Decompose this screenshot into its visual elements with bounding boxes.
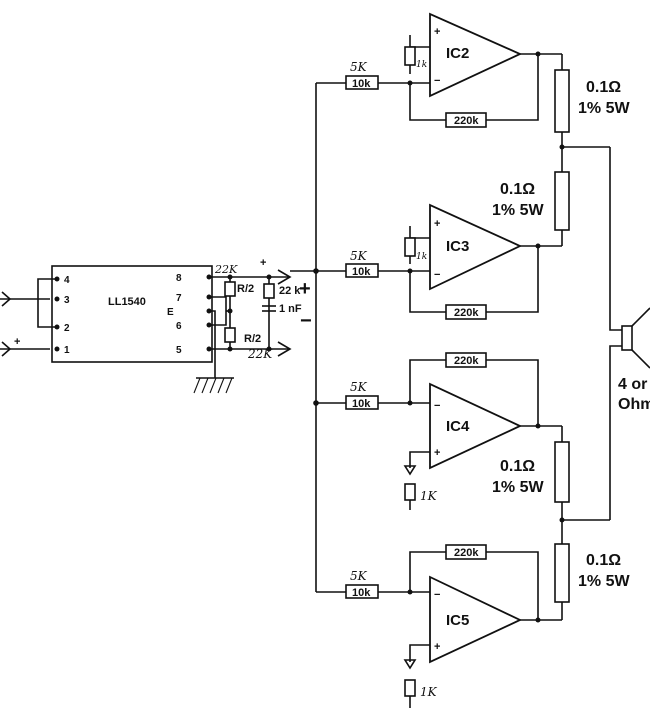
speaker-label-1: 4 or <box>618 376 647 393</box>
cap-1nf-label: 1 nF <box>279 303 302 315</box>
opamp-ic5 <box>429 575 523 664</box>
pin-5: 5 <box>176 345 182 356</box>
ic2-in-res-label: 10k <box>352 78 371 90</box>
resistor-r2-lower <box>224 327 236 343</box>
trim-ic2 <box>404 46 416 66</box>
opamp-ic2 <box>429 12 523 98</box>
out-res-2-value: 0.1Ω <box>500 181 535 198</box>
out-res-3-value: 0.1Ω <box>500 458 535 475</box>
ic2-plus: + <box>434 26 440 38</box>
ic3-fb-res-label: 220k <box>454 307 479 319</box>
resistor-22k <box>263 283 275 299</box>
pin-6: 6 <box>176 321 182 332</box>
ic5-in-res-hand: 5K <box>350 569 368 583</box>
ground-symbol <box>193 377 234 394</box>
ic2-minus: − <box>434 75 440 87</box>
speaker-icon <box>621 307 650 369</box>
plus-label-big: + <box>299 278 311 300</box>
r2-upper-hand: 22K <box>214 263 238 276</box>
input-plus-label: + <box>14 336 20 348</box>
ic5-in-res-label: 10k <box>352 587 371 599</box>
speaker-label-2: Ohm <box>618 396 650 413</box>
ic4-fb-res-label: 220k <box>454 355 479 367</box>
transformer-name: LL1540 <box>108 296 146 308</box>
ic4-in-res-hand: 5K <box>350 380 368 394</box>
transformer-left-pins <box>37 276 60 352</box>
output-network <box>554 54 622 620</box>
out-res-3-spec: 1% 5W <box>492 479 544 496</box>
ic4-plus: + <box>434 447 440 459</box>
ic5-label: IC5 <box>446 612 469 629</box>
transformer-box <box>51 265 213 363</box>
out-resistor-4 <box>554 543 570 603</box>
input-arrow-bottom <box>0 341 50 357</box>
out-resistor-1 <box>554 69 570 133</box>
opamp-ic3 <box>429 203 523 291</box>
ic5-trim-label: 1K <box>420 685 438 699</box>
pin-e: E <box>167 307 174 318</box>
out-resistor-2 <box>554 171 570 231</box>
trim-ic4 <box>404 483 416 501</box>
ic3-in-res-label: 10k <box>352 266 371 278</box>
ic2-label: IC2 <box>446 45 469 62</box>
res-22k-label: 22 k <box>279 285 301 297</box>
plus-label-small: + <box>260 257 266 269</box>
r2-upper-label: R/2 <box>237 283 254 295</box>
out-resistor-3 <box>554 441 570 503</box>
pin-2: 2 <box>64 323 70 334</box>
ic3-plus: + <box>434 218 440 230</box>
amp-stage-ic3 <box>345 203 562 320</box>
out-res-2-spec: 1% 5W <box>492 202 544 219</box>
ic4-label: IC4 <box>446 418 470 435</box>
pin-4: 4 <box>64 275 70 286</box>
out-res-1-spec: 1% 5W <box>578 100 630 117</box>
ic3-trim-label: 1k <box>416 252 427 262</box>
out-res-4-value: 0.1Ω <box>586 552 621 569</box>
ic5-fb-res-label: 220k <box>454 547 479 559</box>
transformer-right-pins <box>206 274 212 352</box>
amp-stage-ic2 <box>345 12 562 128</box>
pin-8: 8 <box>176 273 182 284</box>
ic2-in-res-hand: 5K <box>350 60 368 74</box>
pin-7: 7 <box>176 293 182 304</box>
ic4-minus: − <box>434 400 440 412</box>
r2-lower-hand: 22K <box>247 347 273 361</box>
trim-ic3 <box>404 237 416 257</box>
pin-1: 1 <box>64 345 70 356</box>
ic3-minus: − <box>434 269 440 281</box>
ic5-plus: + <box>434 641 440 653</box>
ic4-in-res-label: 10k <box>352 398 371 410</box>
minus-label-big: − <box>300 310 312 332</box>
out-res-4-spec: 1% 5W <box>578 573 630 590</box>
ic5-minus: − <box>434 589 440 601</box>
input-arrow-top <box>0 291 50 307</box>
ic4-trim-label: 1K <box>420 489 438 503</box>
pin-3: 3 <box>64 295 70 306</box>
amp-stage-ic4 <box>345 352 562 510</box>
r2-lower-label: R/2 <box>244 333 261 345</box>
opamp-ic4 <box>429 382 523 470</box>
out-res-1-value: 0.1Ω <box>586 79 621 96</box>
ic2-fb-res-label: 220k <box>454 115 479 127</box>
trim-ic5 <box>404 679 416 697</box>
ic3-in-res-hand: 5K <box>350 249 368 263</box>
resistor-r2-upper <box>224 281 236 297</box>
input-bus <box>290 82 346 593</box>
ic3-label: IC3 <box>446 238 469 255</box>
amp-stage-ic5 <box>345 544 562 708</box>
ic2-trim-label: 1k <box>416 60 427 70</box>
